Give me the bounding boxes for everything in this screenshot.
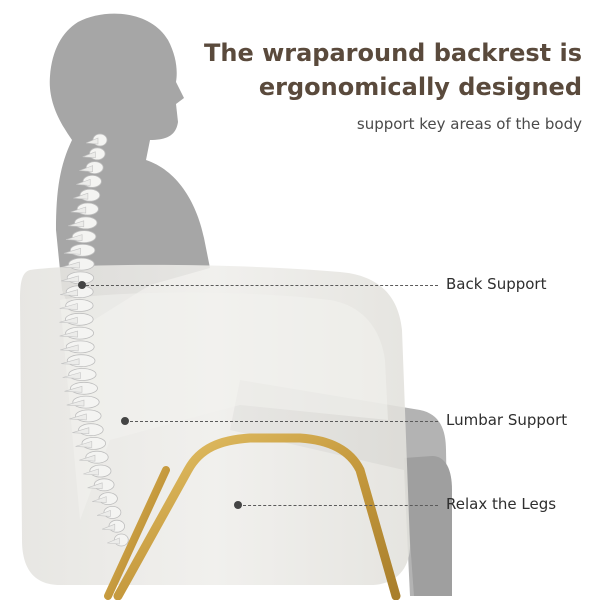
relax-legs-marker (234, 501, 242, 509)
chair (20, 264, 410, 601)
vertebra-process (59, 316, 78, 324)
vertebra-process (107, 537, 120, 545)
vertebra-process (59, 303, 78, 310)
headline-line-2: ergonomically designed (258, 73, 582, 101)
vertebra-process (79, 454, 96, 462)
vertebra-process (73, 192, 89, 200)
vertebra-process (85, 137, 99, 145)
relax-legs-leader-line (243, 505, 438, 506)
vertebra-process (60, 344, 79, 352)
back-support-label: Back Support (446, 275, 547, 293)
vertebra-process (72, 427, 90, 435)
vertebra-process (83, 468, 99, 476)
vertebra-process (62, 261, 80, 269)
lumbar-support-label: Lumbar Support (446, 411, 568, 429)
vertebra-process (61, 275, 79, 283)
vertebra-process (61, 358, 80, 366)
vertebra-process (62, 372, 81, 379)
vertebra-process (60, 289, 78, 297)
vertebra-process (82, 151, 96, 159)
vertebra-process (63, 247, 81, 255)
vertebra-process (96, 509, 111, 517)
relax-legs-label: Relax the Legs (446, 495, 557, 513)
vertebra-process (76, 178, 91, 186)
vertebra-process (92, 496, 107, 503)
vertebra-process (101, 523, 116, 531)
vertebra-process (79, 165, 93, 172)
headline: The wraparound backrest is ergonomically… (202, 36, 582, 104)
vertebra-process (59, 330, 78, 338)
vertebra-process (70, 206, 87, 214)
back-support-marker (78, 281, 86, 289)
vertebra-process (64, 385, 83, 393)
vertebra-process (87, 482, 103, 490)
vertebra-process (68, 220, 85, 228)
vertebra-process (69, 413, 87, 421)
spine (59, 133, 129, 547)
headline-line-1: The wraparound backrest is (204, 39, 582, 67)
subheadline: support key areas of the body (356, 115, 582, 133)
lumbar-support-leader-line (130, 421, 438, 422)
vertebra-process (66, 399, 85, 407)
vertebra-process (65, 234, 83, 241)
lumbar-support-marker (121, 417, 129, 425)
back-support-leader-line (86, 285, 438, 286)
vertebra-process (75, 440, 93, 448)
